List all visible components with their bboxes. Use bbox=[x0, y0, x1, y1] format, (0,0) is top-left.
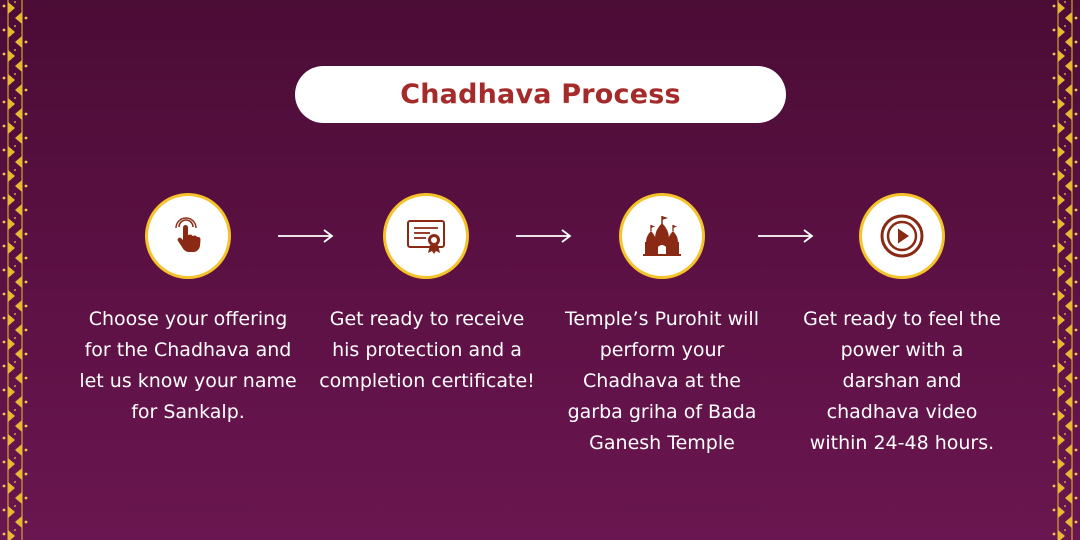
left-decorative-border bbox=[0, 0, 30, 540]
step-3-line-4: garba griha of Bada bbox=[567, 401, 757, 423]
arrow-right-icon bbox=[278, 229, 334, 243]
play-video-icon bbox=[880, 214, 924, 258]
title-pill: Chadhava Process bbox=[295, 66, 786, 123]
temple-icon bbox=[643, 216, 681, 256]
hand-tap-icon bbox=[175, 217, 201, 252]
step-1-line-4: for Sankalp. bbox=[131, 401, 245, 423]
step-3-icon-circle bbox=[619, 193, 705, 279]
step-4-description: Get ready to feel the power with a darsh… bbox=[782, 304, 1022, 459]
right-decorative-border bbox=[1050, 0, 1080, 540]
step-4-line-1: Get ready to feel the bbox=[803, 308, 1001, 330]
step-3-line-1: Temple’s Purohit will bbox=[565, 308, 759, 330]
step-1-icon-circle bbox=[145, 193, 231, 279]
step-3-line-5: Ganesh Temple bbox=[589, 432, 735, 454]
page-title: Chadhava Process bbox=[400, 79, 681, 110]
step-3-line-3: Chadhava at the bbox=[583, 370, 741, 392]
step-1-line-2: for the Chadhava and bbox=[84, 339, 292, 361]
step-3-line-2: perform your bbox=[599, 339, 725, 361]
step-2-description: Get ready to receive his protection and … bbox=[307, 304, 547, 397]
arrow-right-icon bbox=[758, 229, 814, 243]
step-2-line-2: his protection and a bbox=[332, 339, 522, 361]
step-1-line-1: Choose your offering bbox=[88, 308, 288, 330]
step-4-line-3: darshan and bbox=[842, 370, 962, 392]
step-1-line-3: let us know your name bbox=[79, 370, 297, 392]
step-3-description: Temple’s Purohit will perform your Chadh… bbox=[542, 304, 782, 459]
step-2-icon-circle bbox=[383, 193, 469, 279]
step-4-icon-circle bbox=[859, 193, 945, 279]
step-4-line-2: power with a bbox=[840, 339, 964, 361]
step-2-line-3: completion certificate! bbox=[319, 370, 535, 392]
certificate-icon bbox=[407, 220, 445, 254]
step-2-line-1: Get ready to receive bbox=[329, 308, 525, 330]
arrow-right-icon bbox=[516, 229, 572, 243]
step-4-line-4: chadhava video bbox=[826, 401, 978, 423]
step-4-line-5: within 24-48 hours. bbox=[809, 432, 995, 454]
step-1-description: Choose your offering for the Chadhava an… bbox=[68, 304, 308, 428]
